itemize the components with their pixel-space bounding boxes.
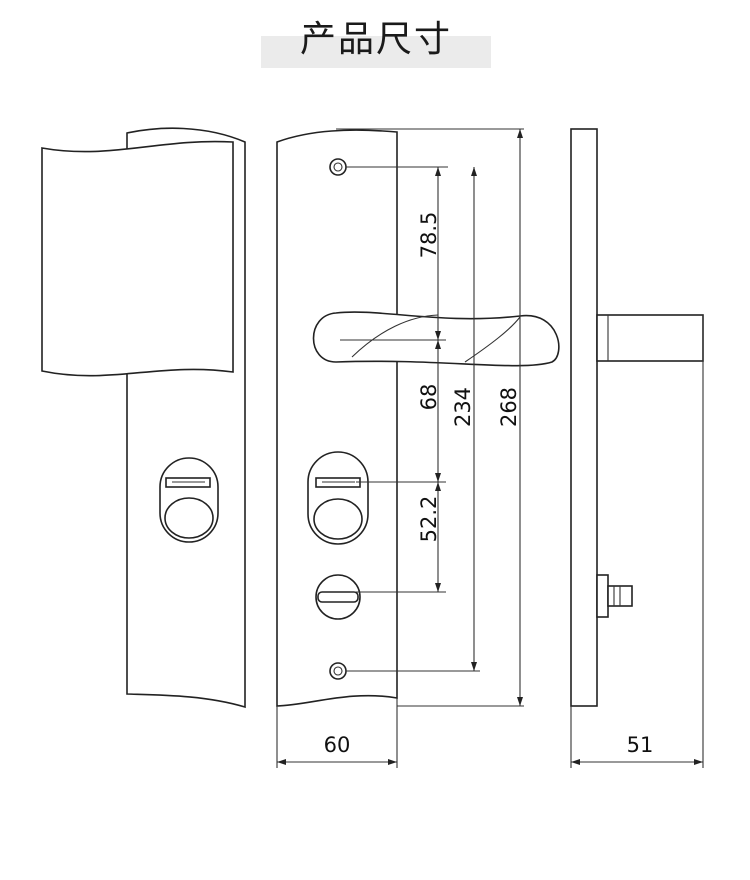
thumb-turn-grip — [317, 591, 359, 603]
width-dimension: 60 — [276, 698, 398, 768]
side-cam-ribs — [613, 586, 621, 606]
inner-cylinder-housing — [307, 451, 369, 545]
dim-label-78-5: 78.5 — [417, 212, 441, 259]
thumb-turn-knob — [315, 574, 361, 620]
inner-plate-view — [276, 128, 560, 707]
outer-keyway-slot — [165, 477, 211, 488]
side-cam-base — [596, 574, 609, 618]
dim-label-52-2: 52.2 — [417, 496, 441, 543]
title-block: 产品尺寸 — [261, 6, 491, 68]
dim-label-68: 68 — [417, 384, 441, 411]
dim-label-51: 51 — [627, 733, 654, 757]
top-screw-hole-center — [333, 162, 343, 172]
dim-label-60: 60 — [324, 733, 351, 757]
outer-cylinder-face — [164, 497, 214, 539]
dim-label-268: 268 — [497, 387, 521, 427]
inner-cylinder-face — [313, 498, 363, 540]
door-edge-panel — [41, 140, 234, 377]
handle-bevel-1 — [351, 314, 439, 358]
side-plate — [570, 128, 598, 707]
bottom-screw-hole-center — [333, 666, 343, 676]
outer-cylinder-housing — [159, 457, 219, 543]
dim-label-234: 234 — [451, 387, 475, 427]
lever-handle — [312, 311, 560, 367]
vertical-dimensions: 78.5 68 52.2 234 268 — [346, 129, 523, 706]
outer-plate-view — [41, 127, 246, 709]
page-title: 产品尺寸 — [299, 19, 452, 60]
title-underlay — [261, 36, 491, 68]
handle-bevel-2 — [464, 316, 521, 363]
side-handle-profile — [596, 314, 704, 362]
side-profile-view: 51 — [570, 128, 704, 768]
